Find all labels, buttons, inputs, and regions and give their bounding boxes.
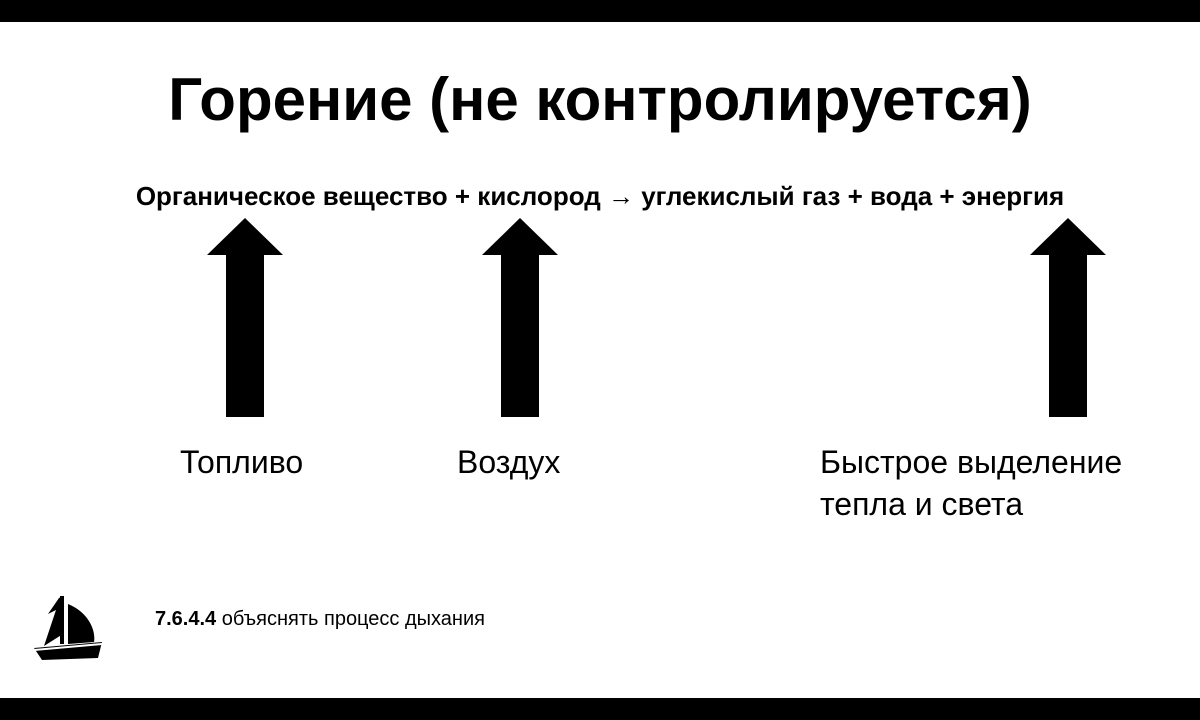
label-air: Воздух <box>457 444 561 480</box>
objective-text: объяснять процесс дыхания <box>216 608 485 630</box>
label-energy-line1: Быстрое выделение <box>820 444 1123 480</box>
label-fuel: Топливо <box>180 444 304 480</box>
label-energy-line2: тепла и света <box>820 486 1024 522</box>
slide-title: Горение (не контролируется) <box>168 66 1032 133</box>
arrow-up-icon-energy <box>1030 218 1106 417</box>
equation: Органическое вещество + кислород → углек… <box>135 181 1065 211</box>
sailboat-icon <box>34 596 102 660</box>
arrow-up-icon-fuel <box>207 218 283 417</box>
letterbox-top <box>0 0 1200 22</box>
learning-objective: 7.6.4.4 объяснять процесс дыхания <box>155 606 485 632</box>
arrow-up-icon-air <box>482 218 558 417</box>
letterbox-bottom <box>0 698 1200 720</box>
objective-code: 7.6.4.4 <box>155 608 217 630</box>
